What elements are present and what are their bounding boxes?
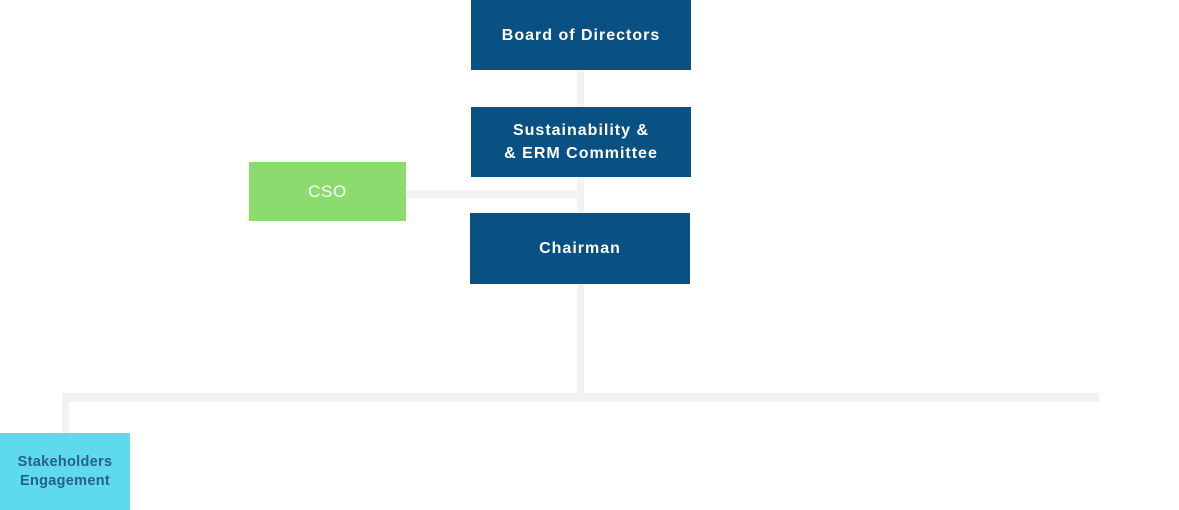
chairman-label: Chairman [539, 240, 621, 257]
connector-horizontal-bar [62, 393, 1099, 402]
connector-drop [61, 393, 69, 433]
connector-cso-branch [406, 190, 584, 198]
department-stakeholders-engagement: Stakeholders Engagement [0, 393, 130, 510]
committee-label-line2: & ERM Committee [504, 145, 658, 162]
board-of-directors-label: Board of Directors [501, 26, 661, 44]
committee-label-line1: Sustainability & [512, 122, 650, 139]
department-label-line1: Stakeholders [17, 453, 113, 470]
node-board-of-directors: Board of Directors [471, 0, 691, 70]
node-sustainability-erm-committee: Sustainability & & ERM Committee [471, 107, 691, 177]
connector-chairman-downline [577, 284, 584, 393]
node-cso: CSO [249, 162, 406, 221]
connector-board-committee [577, 70, 584, 107]
department-label-line2: Engagement [19, 472, 110, 489]
cso-label: CSO [308, 181, 347, 201]
node-chairman: Chairman [470, 213, 690, 284]
department-box: Stakeholders Engagement [0, 433, 130, 510]
